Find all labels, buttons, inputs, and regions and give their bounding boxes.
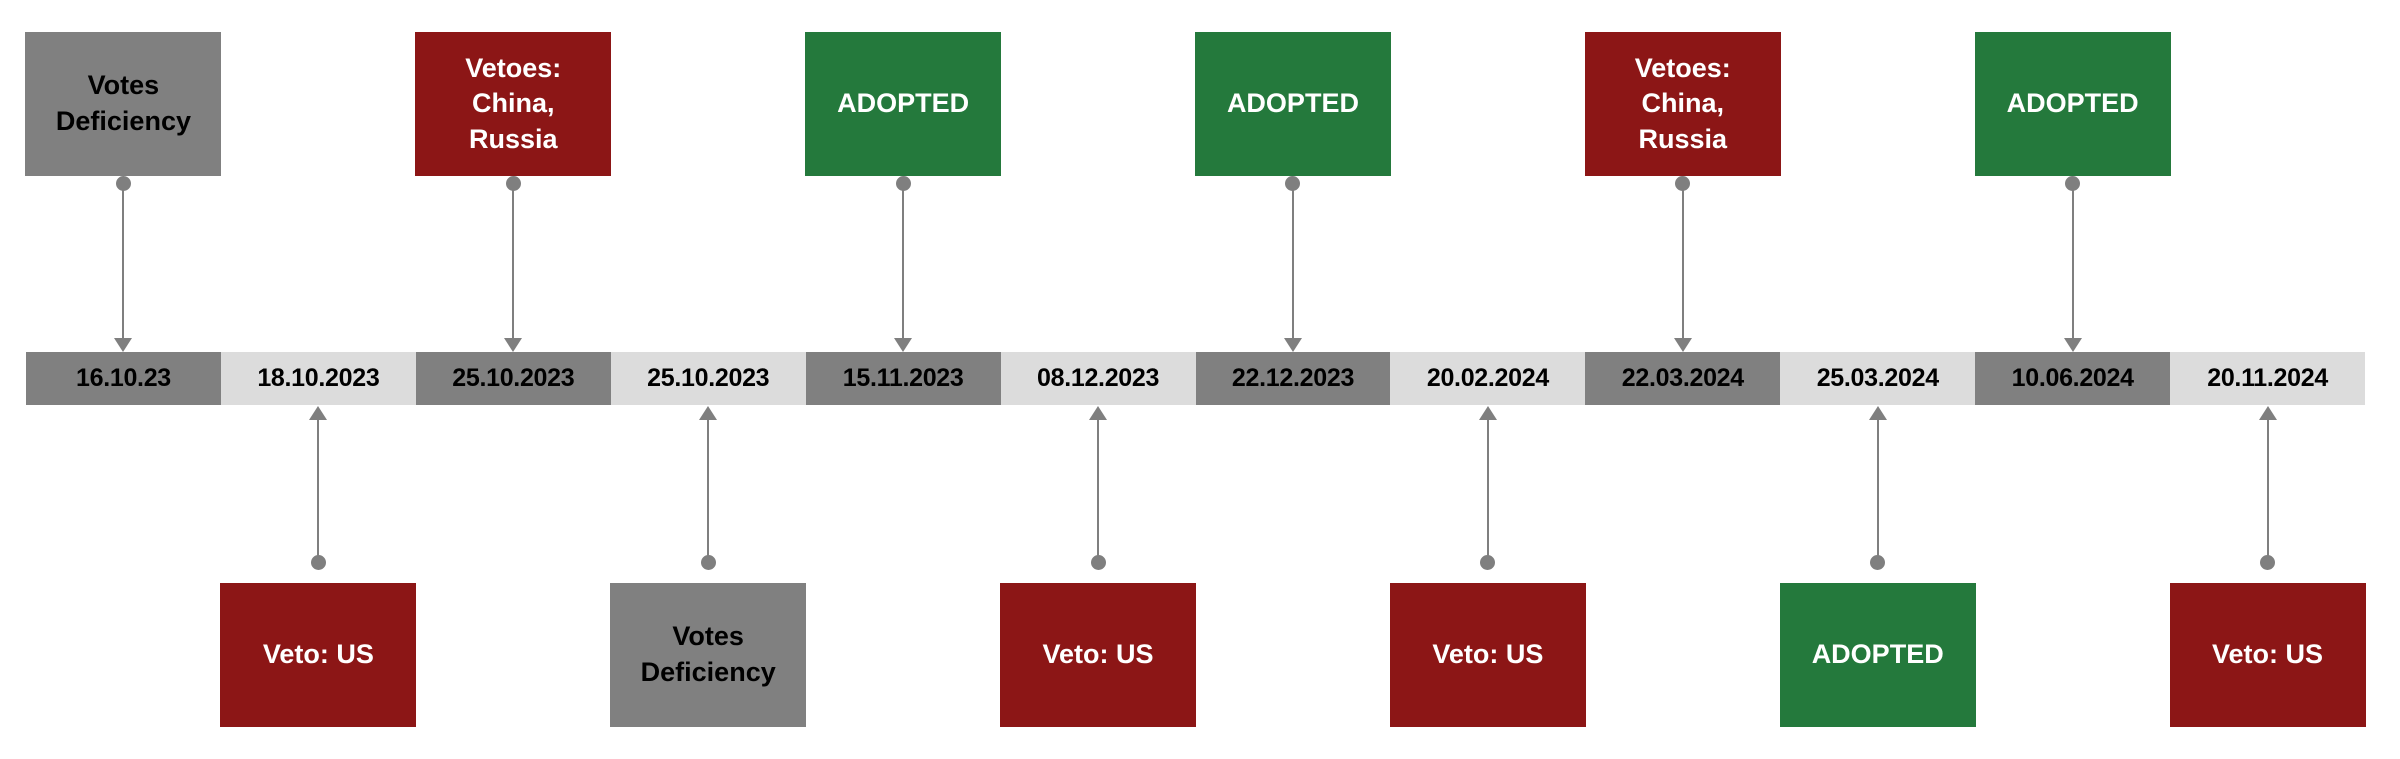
connector-arrow-icon <box>504 338 523 352</box>
connector-dot <box>115 175 131 191</box>
connector-arrow-icon <box>1673 338 1692 352</box>
event-card[interactable]: Votes Deficiency <box>25 32 222 176</box>
connector-line <box>707 420 710 569</box>
connector-line <box>2266 420 2269 569</box>
timeline-segment[interactable]: 25.10.2023 <box>610 352 806 405</box>
event-card[interactable]: Veto: US <box>1000 583 1197 727</box>
connector-line <box>1097 420 1100 569</box>
event-card[interactable]: Veto: US <box>220 583 417 727</box>
connector-dot <box>1675 175 1691 191</box>
connector-arrow-icon <box>2258 406 2277 420</box>
connector-line <box>122 190 125 338</box>
connector-line <box>1876 420 1879 569</box>
timeline-segment[interactable]: 25.10.2023 <box>415 352 611 405</box>
event-card[interactable]: ADOPTED <box>805 32 1002 176</box>
timeline-segment[interactable]: 16.10.23 <box>26 352 221 405</box>
timeline-segment[interactable]: 10.06.2024 <box>1975 352 2171 405</box>
connector-line <box>1681 190 1684 338</box>
connector-arrow-icon <box>1478 406 1497 420</box>
timeline-segment[interactable]: 22.03.2024 <box>1585 352 1781 405</box>
event-card[interactable]: ADOPTED <box>1974 32 2171 176</box>
timeline-segment[interactable]: 25.03.2024 <box>1780 352 1976 405</box>
timeline-segment[interactable]: 15.11.2023 <box>805 352 1001 405</box>
connector-arrow-icon <box>309 406 328 420</box>
connector-line <box>902 190 905 338</box>
connector-dot <box>505 175 521 191</box>
connector-dot <box>895 175 911 191</box>
timeline-segment[interactable]: 18.10.2023 <box>220 352 416 405</box>
connector-line <box>512 190 515 338</box>
connector-arrow-icon <box>1089 406 1108 420</box>
connector-arrow-icon <box>114 338 133 352</box>
connector-arrow-icon <box>1868 406 1887 420</box>
connector-arrow-icon <box>699 406 718 420</box>
event-card[interactable]: ADOPTED <box>1779 583 1976 727</box>
timeline-segment[interactable]: 20.11.2024 <box>2170 352 2366 405</box>
connector-line <box>1291 190 1294 338</box>
event-card[interactable]: ADOPTED <box>1194 32 1391 176</box>
timeline-segment[interactable]: 08.12.2023 <box>1000 352 1196 405</box>
connector-line <box>317 420 320 569</box>
event-card[interactable]: Veto: US <box>2169 583 2366 727</box>
connector-arrow-icon <box>2063 338 2082 352</box>
connector-line <box>1486 420 1489 569</box>
event-card[interactable]: Vetoes: China, Russia <box>415 32 612 176</box>
timeline-segment[interactable]: 20.02.2024 <box>1390 352 1586 405</box>
timeline-segment[interactable]: 22.12.2023 <box>1195 352 1391 405</box>
event-card[interactable]: Vetoes: China, Russia <box>1584 32 1781 176</box>
connector-dot <box>2065 175 2081 191</box>
connector-arrow-icon <box>894 338 913 352</box>
event-card[interactable]: Votes Deficiency <box>610 583 807 727</box>
event-card[interactable]: Veto: US <box>1389 583 1586 727</box>
connector-dot <box>1285 175 1301 191</box>
connector-arrow-icon <box>1283 338 1302 352</box>
connector-line <box>2071 190 2074 338</box>
